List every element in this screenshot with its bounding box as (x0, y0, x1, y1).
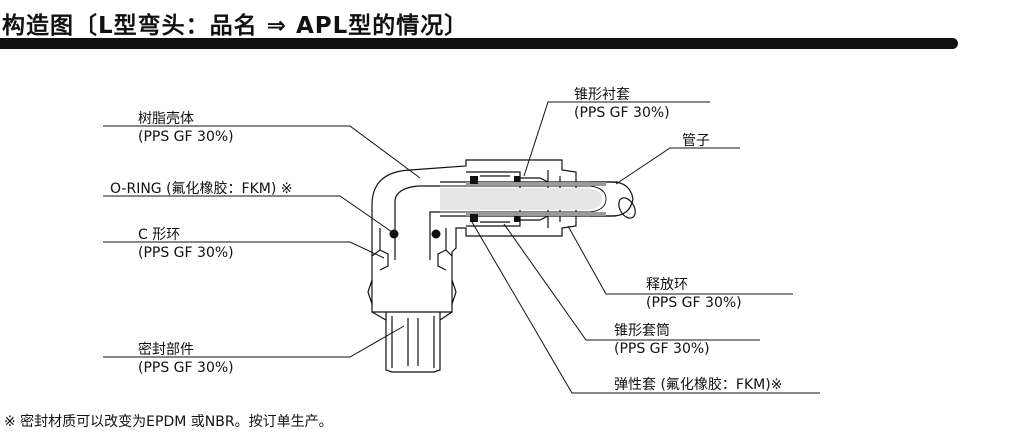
leader-cone-bush (523, 101, 710, 177)
label-oring: O-RING (氟化橡胶：FKM) ※ (110, 181, 293, 197)
label-release-ring-spec: (PPS GF 30%) (646, 295, 742, 311)
label-cone-bush: 锥形衬套 (PPS GF 30%) (574, 86, 670, 122)
label-resin-body-spec: (PPS GF 30%) (138, 129, 234, 145)
leader-release-ring (567, 225, 793, 295)
page-title: 构造图〔L型弯头：品名 ⇒ APL型的情况〕 (2, 13, 469, 39)
leader-tube (615, 147, 740, 185)
c-ring-left (379, 249, 389, 271)
leader-seal-part (103, 325, 405, 358)
leader-resin-body (103, 125, 421, 179)
leader-c-ring (103, 241, 385, 259)
leader-oring (103, 195, 393, 233)
label-seal-part: 密封部件 (PPS GF 30%) (138, 341, 234, 377)
label-release-ring: 释放环 (PPS GF 30%) (646, 276, 742, 312)
label-cone-sleeve-name: 锥形套筒 (614, 323, 670, 339)
label-release-ring-name: 释放环 (646, 277, 688, 293)
label-elastic-sleeve: 弹性套 (氟化橡胶：FKM)※ (614, 377, 783, 393)
label-seal-part-spec: (PPS GF 30%) (138, 360, 234, 376)
tube-end (618, 197, 636, 219)
label-c-ring-spec: (PPS GF 30%) (138, 245, 234, 261)
tube-outline (440, 181, 634, 217)
label-c-ring: C 形环 (PPS GF 30%) (138, 226, 234, 262)
label-seal-part-name: 密封部件 (138, 342, 194, 358)
leader-elastic-sleeve (471, 221, 820, 394)
oring-right (431, 229, 441, 239)
resin-body-outline (371, 159, 577, 313)
label-c-ring-name: C 形环 (138, 227, 181, 243)
label-resin-body: 树脂壳体 (PPS GF 30%) (138, 110, 234, 146)
title-underline-bar (0, 38, 958, 49)
c-ring-right (437, 249, 447, 271)
leader-cone-sleeve (503, 223, 760, 341)
label-resin-body-name: 树脂壳体 (138, 111, 194, 127)
label-tube: 管子 (682, 133, 710, 149)
label-cone-bush-spec: (PPS GF 30%) (574, 105, 670, 121)
footnote: ※ 密封材质可以改变为EPDM 或NBR。按订单生产。 (4, 414, 333, 430)
thread-section (385, 312, 441, 373)
label-cone-sleeve: 锥形套筒 (PPS GF 30%) (614, 322, 710, 358)
label-cone-sleeve-spec: (PPS GF 30%) (614, 341, 710, 357)
label-cone-bush-name: 锥形衬套 (574, 87, 630, 103)
